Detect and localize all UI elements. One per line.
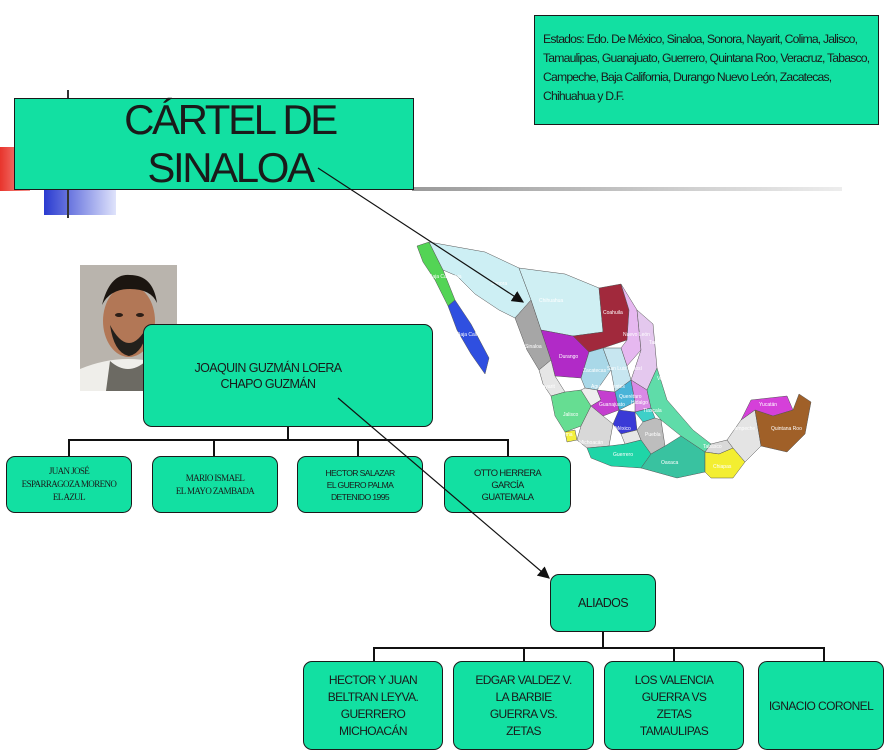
- map-label-chihuahua: Chihuahua: [539, 298, 563, 304]
- map-label-michoacan: Michoacán: [579, 440, 603, 446]
- allies-trunk-line: [602, 632, 604, 648]
- ally-label: HECTOR Y JUAN BELTRAN LEYVA. GUERRERO MI…: [327, 672, 419, 738]
- map-sonora: [428, 241, 532, 319]
- map-label-mexico: México: [615, 426, 631, 432]
- allies-box: ALIADOS: [550, 574, 656, 632]
- map-label-san-luis: San Luis Potosí: [607, 366, 643, 372]
- page-title: CÁRTEL DE SINALOA: [124, 96, 338, 191]
- lieutenant-label: MARIO ISMAEL EL MAYO ZAMBADA: [175, 472, 255, 496]
- ally-box-2: EDGAR VALDEZ V. LA BARBIE GUERRA VS. ZET…: [453, 661, 594, 750]
- title-box: CÁRTEL DE SINALOA: [14, 96, 414, 191]
- ally-box-4: IGNACIO CORONEL: [758, 661, 884, 750]
- deco-horizontal-line: [412, 187, 842, 191]
- allies-drop-2: [523, 647, 525, 661]
- map-label-veracruz: Veracruz: [657, 376, 677, 382]
- lieutenant-label: OTTO HERRERA GARCÍA GUATEMALA: [473, 466, 542, 502]
- states-note: Estados: Edo. De México, Sinaloa, Sonora…: [543, 32, 870, 103]
- map-label-sonora: Sonora: [491, 281, 507, 287]
- leader-bus-line: [68, 439, 509, 441]
- map-label-queretaro: Querétaro: [619, 394, 642, 400]
- deco-blue-bar: [44, 189, 116, 215]
- allies-drop-1: [373, 647, 375, 661]
- map-label-guanajuato: Guanajuato: [599, 402, 625, 408]
- map-quintana-roo: [754, 393, 812, 453]
- map-label-baja-california: Baja California: [429, 274, 462, 280]
- ally-label: IGNACIO CORONEL: [768, 698, 874, 713]
- ally-box-3: LOS VALENCIA GUERRA VS ZETAS TAMAULIPAS: [604, 661, 744, 750]
- lieutenant-box-2: MARIO ISMAEL EL MAYO ZAMBADA: [152, 456, 278, 513]
- leader-drop-2: [213, 439, 215, 456]
- map-label-sinaloa: Sinaloa: [525, 344, 542, 350]
- leader-drop-1: [68, 439, 70, 456]
- states-note-box: Estados: Edo. De México, Sinaloa, Sonora…: [534, 15, 879, 125]
- leader-drop-3: [357, 439, 359, 456]
- map-label-jalisco: Jalisco: [563, 412, 579, 418]
- mexico-map: Baja California Sonora Chihuahua Coahuil…: [415, 240, 830, 480]
- ally-label: LOS VALENCIA GUERRA VS ZETAS TAMAULIPAS: [634, 672, 714, 738]
- ally-label: EDGAR VALDEZ V. LA BARBIE GUERRA VS. ZET…: [475, 672, 572, 738]
- map-label-oaxaca: Oaxaca: [661, 460, 678, 466]
- leader-trunk-line: [287, 427, 289, 440]
- arrow-title-to-map: [317, 167, 525, 303]
- leader-box: JOAQUIN GUZMÁN LOERA CHAPO GUZMÁN: [143, 324, 433, 427]
- map-label-tamaulipas: Tamaulipas: [649, 340, 675, 346]
- map-label-zacatecas: Zacatecas: [583, 368, 607, 374]
- map-baja-california-sur: [447, 299, 490, 375]
- allies-title: ALIADOS: [578, 596, 629, 610]
- allies-drop-4: [823, 647, 825, 661]
- leader-alias: CHAPO GUZMÁN: [220, 376, 316, 391]
- map-label-tlaxcala: Tlaxcala: [643, 408, 662, 414]
- map-mexico: [612, 409, 638, 435]
- map-label-colima: Colima: [557, 432, 573, 438]
- lieutenant-box-3: HECTOR SALAZAR EL GUERO PALMA DETENIDO 1…: [297, 456, 423, 513]
- map-label-quintana-roo: Quintana Roo: [771, 426, 802, 432]
- ally-box-1: HECTOR Y JUAN BELTRAN LEYVA. GUERRERO MI…: [303, 661, 443, 750]
- lieutenant-box-1: JUAN JOSÉ ESPARRAGOZA MORENO EL AZUL: [6, 456, 132, 513]
- map-label-tabasco: Tabasco: [703, 444, 722, 450]
- map-label-guerrero: Guerrero: [613, 452, 633, 458]
- map-label-baja-california-sur: Baja California Sur: [457, 332, 499, 338]
- map-label-yucatan: Yucatán: [759, 402, 777, 408]
- map-label-nayarit: Nayarit: [539, 384, 555, 390]
- allies-bus-line: [373, 647, 825, 649]
- lieutenant-label: JUAN JOSÉ ESPARRAGOZA MORENO EL AZUL: [21, 466, 117, 502]
- map-label-hidalgo: Hidalgo: [631, 400, 648, 406]
- leader-name: JOAQUIN GUZMÁN LOERA: [194, 360, 342, 375]
- mexico-map-svg: Baja California Sonora Chihuahua Coahuil…: [416, 241, 812, 479]
- map-label-durango: Durango: [559, 354, 578, 360]
- map-label-chiapas: Chiapas: [713, 464, 732, 470]
- map-label-aguascalientes: Aguascalientes: [591, 384, 625, 390]
- map-label-coahuila: Coahuila: [603, 310, 623, 316]
- map-label-puebla: Puebla: [645, 432, 661, 438]
- lieutenant-label: HECTOR SALAZAR EL GUERO PALMA DETENIDO 1…: [325, 467, 395, 502]
- map-label-nuevo-leon: Nuevo León: [623, 332, 650, 338]
- allies-drop-3: [673, 647, 675, 661]
- map-chiapas: [704, 447, 746, 479]
- map-label-campeche: Campeche: [731, 426, 755, 432]
- arrow-leader-to-allies: [337, 397, 550, 579]
- lieutenant-box-4: OTTO HERRERA GARCÍA GUATEMALA: [444, 456, 571, 513]
- leader-drop-4: [507, 439, 509, 456]
